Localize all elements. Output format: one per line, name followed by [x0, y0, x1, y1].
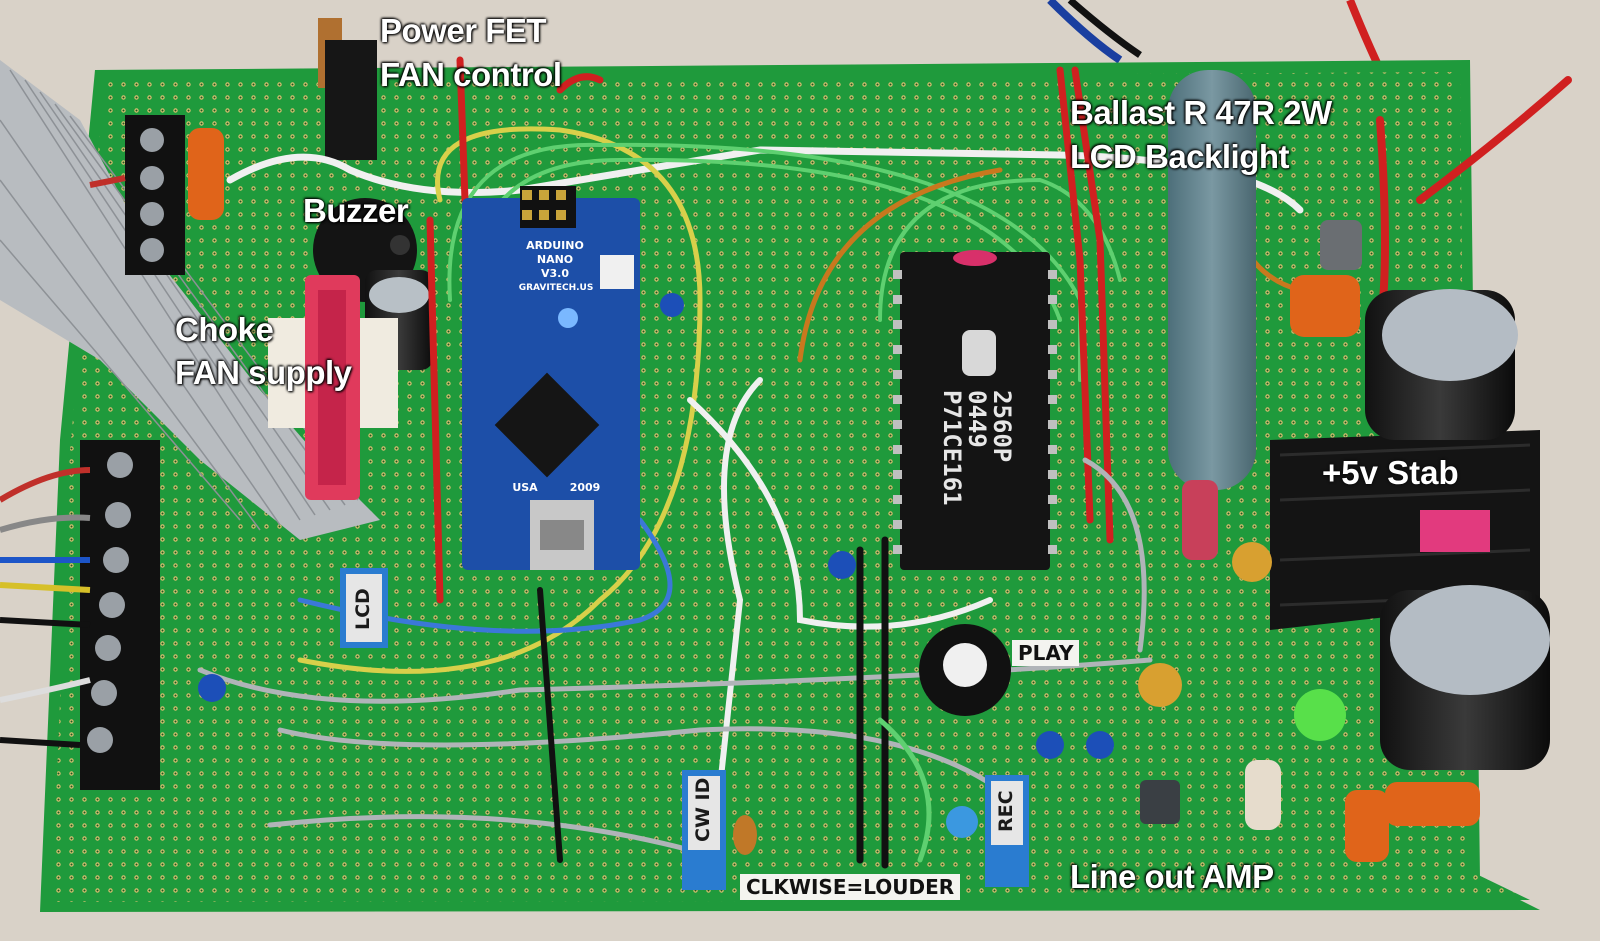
ceramic-capacitor	[198, 674, 226, 702]
label-power-fet-line2: FAN control	[380, 56, 562, 93]
electrolytic-capacitor-top	[1365, 289, 1518, 440]
arduino-version: V3.0	[541, 267, 569, 280]
ceramic-capacitor	[1086, 731, 1114, 759]
arduino-country: USA	[512, 481, 538, 494]
electrolytic-capacitor-bottom	[1380, 585, 1550, 770]
green-led	[1294, 689, 1346, 741]
power-fet	[318, 18, 377, 160]
ceramic-capacitor	[946, 806, 978, 838]
isd-chip	[893, 250, 1057, 570]
arduino-maker: GRAVITECH.US	[518, 283, 594, 293]
chip-marking-line3: P71CE161	[938, 390, 966, 506]
film-capacitor	[1290, 275, 1360, 337]
tantalum-capacitor	[733, 815, 757, 855]
ceramic-capacitor	[828, 551, 856, 579]
lcd-tag: LCD	[352, 588, 374, 630]
label-ballast-line1: Ballast R 47R 2W	[1070, 94, 1332, 131]
screw-terminal-top	[125, 115, 185, 275]
arduino-model: ARDUINO	[526, 239, 584, 252]
clkwise-tag: CLKWISE=LOUDER	[740, 874, 961, 900]
chip-marking-line2: 0449	[963, 390, 991, 448]
film-capacitor	[188, 128, 224, 220]
label-buzzer: Buzzer	[303, 192, 409, 229]
choke-inductor	[268, 275, 398, 500]
label-power-fet-line1: Power FET	[380, 12, 547, 49]
label-stab: +5v Stab	[1322, 454, 1459, 491]
arduino-name: NANO	[536, 253, 574, 266]
label-line-out: Line out AMP	[1070, 858, 1274, 895]
ballast-resistor	[1168, 70, 1256, 560]
ceramic-capacitor	[1232, 542, 1272, 582]
screw-terminal-bottom	[80, 440, 160, 790]
film-capacitor	[1385, 782, 1480, 826]
isd-logo-icon	[962, 330, 996, 376]
resistor	[1245, 760, 1281, 830]
play-tag: PLAY	[1012, 640, 1080, 666]
trimmer-play	[919, 624, 1011, 716]
chip-marking-line1: 2560P	[988, 390, 1016, 463]
label-choke-line2: FAN supply	[175, 354, 352, 391]
transistor	[1320, 220, 1362, 270]
arduino-year: 2009	[569, 481, 601, 494]
heatsink-regulator	[1270, 430, 1540, 630]
transistor	[1140, 780, 1180, 824]
film-capacitor	[1345, 790, 1389, 862]
cw-id-tag: CW ID	[692, 777, 714, 842]
ceramic-capacitor	[1036, 731, 1064, 759]
ceramic-capacitor	[660, 293, 684, 317]
rec-tag: REC	[995, 790, 1017, 832]
arduino-nano	[462, 186, 640, 570]
label-ballast-line2: LCD Backlight	[1070, 138, 1290, 175]
label-choke-line1: Choke	[175, 311, 274, 348]
ceramic-capacitor	[1138, 663, 1182, 707]
